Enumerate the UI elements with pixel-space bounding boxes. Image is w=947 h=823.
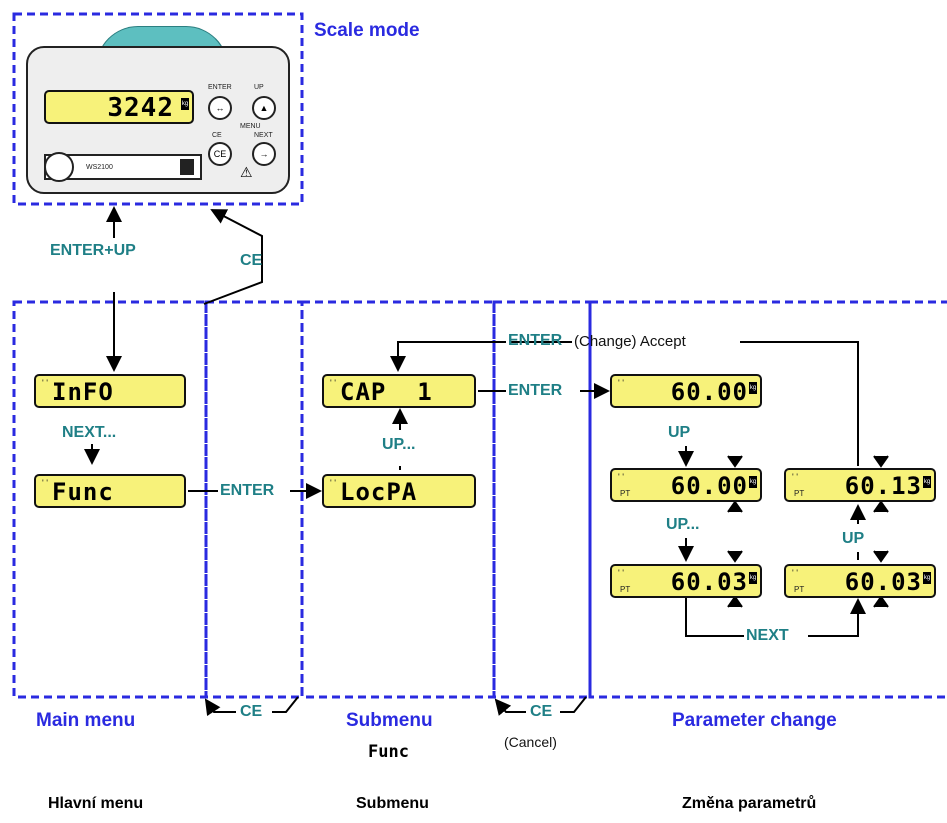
model-plate-block xyxy=(180,159,194,175)
btn-up-label: UP xyxy=(254,84,264,91)
ce-return-label: CE xyxy=(240,252,263,269)
model-plate-circle xyxy=(44,152,74,182)
enter-func-label: ENTER xyxy=(220,482,275,499)
enter-cap-label: ENTER xyxy=(508,382,563,399)
ce-button[interactable]: CE xyxy=(208,142,232,166)
cancel-label: (Cancel) xyxy=(504,734,557,750)
btn-enter-label: ENTER xyxy=(208,84,232,91)
up-right-label: UP xyxy=(842,530,865,547)
next-dots-label: NEXT... xyxy=(62,424,117,441)
param-frame xyxy=(588,300,947,699)
main-menu-label: Main menu xyxy=(36,710,136,731)
model-text: WS2100 xyxy=(86,164,113,171)
blink-marks xyxy=(727,455,889,608)
display-func: ' 'Func xyxy=(34,474,186,508)
up-param-label: UP xyxy=(668,424,691,441)
parameter-change-label: Parameter change xyxy=(672,710,837,731)
next-button[interactable]: → xyxy=(252,142,276,166)
btn-next-label: NEXT xyxy=(254,132,273,139)
model-plate: WS2100 xyxy=(44,152,202,182)
display-cap1: ' 'CAP 1 xyxy=(322,374,476,408)
ce-right-bottom-label: CE xyxy=(530,703,553,720)
up-button[interactable]: ▲ xyxy=(252,96,276,120)
up-dots-submenu-label: UP... xyxy=(382,436,416,453)
scale-mode-frame xyxy=(12,12,304,206)
ce-side-frame-right xyxy=(492,300,592,699)
enter-button[interactable]: ↔ xyxy=(208,96,232,120)
btn-menu-label: MENU xyxy=(240,123,261,130)
caption-zmena: Změna parametrů xyxy=(682,795,817,812)
submenu-frame xyxy=(300,300,496,699)
btn-ce-label: CE xyxy=(212,132,222,139)
caption-submenu: Submenu xyxy=(356,795,429,812)
submenu-func-label: Func xyxy=(368,742,409,762)
submenu-label: Submenu xyxy=(346,710,433,731)
main-menu-frame xyxy=(12,300,208,699)
ce-left-bottom-label: CE xyxy=(240,703,263,720)
enter-up-label: ENTER+UP xyxy=(50,242,136,259)
display-locpa: ' 'LocPA xyxy=(322,474,476,508)
warning-icon: ⚠ xyxy=(240,164,253,180)
change-accept-label: (Change) Accept xyxy=(574,333,686,350)
display-info: ' 'InFO xyxy=(34,374,186,408)
scale-mode-label: Scale mode xyxy=(314,20,420,41)
scale-terminal: 3242 kg WS2100 ENTER ↔ UP ▲ MENU CE CE N… xyxy=(26,26,292,194)
enter-top-label: ENTER xyxy=(508,332,563,349)
up-dots-param-label: UP... xyxy=(666,516,700,533)
terminal-lcd: 3242 kg xyxy=(44,90,194,124)
caption-hlavni: Hlavní menu xyxy=(48,795,144,812)
next-param-label: NEXT xyxy=(746,627,789,644)
